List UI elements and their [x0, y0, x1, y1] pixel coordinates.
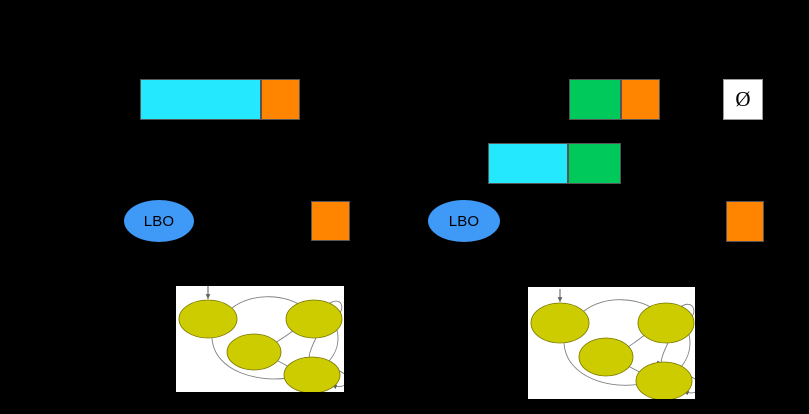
automaton-state-s3 — [635, 361, 693, 399]
right-automaton-graph — [530, 289, 695, 399]
empty-set-symbol: Ø — [735, 87, 751, 111]
automaton-state-s1 — [637, 302, 695, 344]
right-automaton-panel — [528, 287, 695, 399]
automaton-state-s2 — [578, 337, 634, 377]
automaton-state-s3 — [283, 356, 341, 392]
right-green-segment-bottom — [568, 143, 621, 184]
empty-set-box: Ø — [723, 79, 763, 120]
automaton-state-s2 — [226, 333, 282, 371]
automaton-state-s0 — [178, 299, 238, 339]
left-automaton-graph — [178, 286, 344, 392]
left-lbo-node[interactable]: LBO — [124, 200, 194, 242]
left-orange-segment — [261, 79, 300, 120]
right-orange-marker — [726, 201, 764, 242]
right-automaton-states — [530, 302, 695, 399]
automaton-state-s0 — [530, 302, 590, 344]
left-orange-marker — [311, 201, 350, 241]
right-cyan-segment-bottom — [488, 143, 568, 184]
left-automaton-states — [178, 299, 343, 392]
left-cyan-segment — [140, 79, 261, 120]
left-lbo-label: LBO — [143, 212, 175, 230]
right-lbo-node[interactable]: LBO — [428, 200, 500, 242]
automaton-state-s1 — [285, 299, 343, 339]
right-green-segment-top — [569, 79, 621, 120]
right-lbo-label: LBO — [448, 212, 480, 230]
right-orange-segment-top — [621, 79, 660, 120]
left-automaton-panel — [176, 286, 344, 392]
